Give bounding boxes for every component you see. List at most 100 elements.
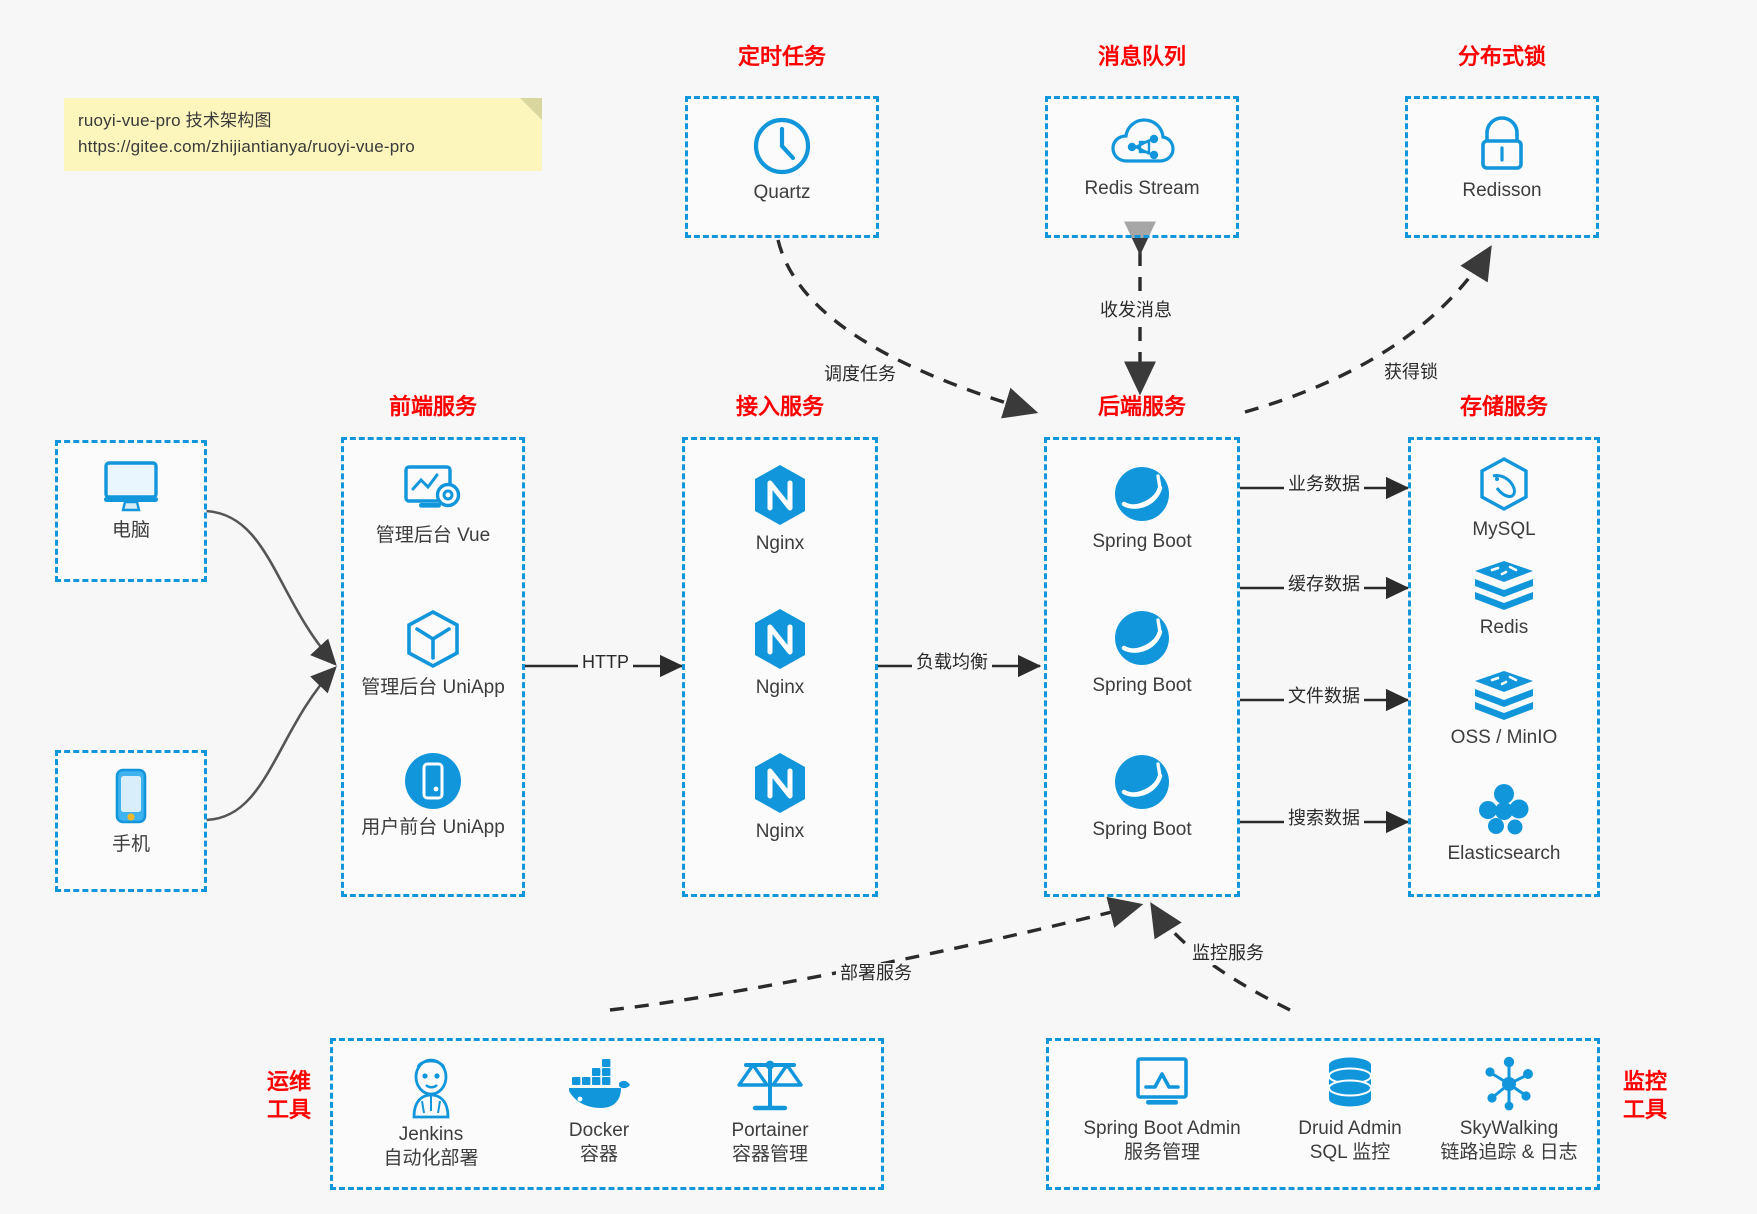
- node-label: Nginx: [755, 533, 805, 554]
- jenkins-icon: [412, 1058, 450, 1119]
- group-title-monitor: 监控 工具: [1612, 1068, 1678, 1123]
- redis-icon: [1475, 561, 1533, 610]
- node-spring-boot-2[interactable]: Spring Boot: [1047, 606, 1237, 698]
- group-mq[interactable]: Redis Stream: [1045, 96, 1239, 238]
- spring-boot-icon: [1115, 467, 1169, 521]
- node-mysql[interactable]: MySQL: [1411, 456, 1597, 542]
- group-title-backend: 后端服务: [1097, 394, 1186, 419]
- node-druid-admin[interactable]: Druid Admin SQL 监控: [1265, 1055, 1435, 1165]
- node-label: SkyWalking: [1459, 1118, 1559, 1139]
- node-spring-boot-admin[interactable]: Spring Boot Admin 服务管理: [1057, 1055, 1267, 1165]
- edge-label-deploy-service: 部署服务: [836, 963, 916, 985]
- node-label: Nginx: [755, 677, 805, 698]
- node-sublabel: 链路追踪 & 日志: [1440, 1141, 1578, 1163]
- node-oss-minio[interactable]: OSS / MinIO: [1411, 668, 1597, 750]
- node-admin-uniapp[interactable]: 管理后台 UniApp: [344, 608, 522, 700]
- edge-label-load-balance: 负载均衡: [912, 652, 992, 674]
- group-title-storage: 存储服务: [1459, 394, 1548, 419]
- hexagon-cube-icon: [407, 609, 459, 669]
- note-line-url: https://gitee.com/zhijiantianya/ruoyi-vu…: [78, 136, 415, 156]
- node-nginx-1[interactable]: Nginx: [685, 462, 875, 556]
- node-label: Druid Admin: [1298, 1118, 1402, 1139]
- node-label: Spring Boot: [1092, 819, 1192, 840]
- dashboard-gear-icon: [404, 465, 461, 508]
- group-title-scheduler: 定时任务: [737, 44, 826, 69]
- node-redis[interactable]: Redis: [1411, 558, 1597, 640]
- node-sublabel: SQL 监控: [1309, 1141, 1391, 1163]
- note-line-title: ruoyi-vue-pro 技术架构图: [78, 111, 272, 130]
- node-sublabel: 容器管理: [731, 1143, 808, 1165]
- group-title-lock: 分布式锁: [1457, 44, 1546, 69]
- node-nginx-2[interactable]: Nginx: [685, 606, 875, 700]
- node-sublabel: 自动化部署: [383, 1147, 479, 1169]
- group-title-devops-line1: 运维: [266, 1069, 311, 1094]
- group-devops[interactable]: Jenkins 自动化部署 Docker 容器: [330, 1038, 884, 1190]
- group-monitor[interactable]: Spring Boot Admin 服务管理 Druid Admin SQL 监…: [1046, 1038, 1600, 1190]
- node-sublabel: 容器: [579, 1143, 618, 1165]
- note-fold-icon: [520, 98, 542, 120]
- skywalking-icon: [1485, 1056, 1533, 1111]
- node-label: Spring Boot: [1092, 675, 1192, 696]
- node-label: 管理后台 UniApp: [361, 677, 505, 698]
- node-skywalking[interactable]: SkyWalking 链路追踪 & 日志: [1419, 1055, 1599, 1165]
- node-label: Quartz: [753, 182, 811, 203]
- edge-label-business-data: 业务数据: [1284, 474, 1364, 496]
- node-elasticsearch[interactable]: Elasticsearch: [1411, 780, 1597, 866]
- node-label: Jenkins: [398, 1124, 464, 1145]
- node-admin-vue[interactable]: 管理后台 Vue: [344, 462, 522, 548]
- mobile-icon: [115, 768, 147, 824]
- group-title-frontend: 前端服务: [388, 394, 477, 419]
- node-label: Elasticsearch: [1447, 843, 1561, 864]
- mobile-circle-icon: [405, 753, 461, 809]
- node-docker[interactable]: Docker 容器: [519, 1055, 679, 1167]
- mysql-icon: [1480, 457, 1528, 511]
- node-label: Portainer: [731, 1120, 809, 1141]
- edge-label-acquire-lock: 获得锁: [1380, 362, 1442, 384]
- group-title-mq: 消息队列: [1097, 44, 1186, 69]
- node-portainer[interactable]: Portainer 容器管理: [685, 1055, 855, 1167]
- node-label: Spring Boot Admin: [1083, 1118, 1241, 1139]
- group-title-monitor-line2: 工具: [1622, 1096, 1667, 1122]
- lock-icon: [1481, 116, 1523, 170]
- node-redisson[interactable]: Redisson: [1408, 115, 1596, 203]
- edge-label-search-data: 搜索数据: [1284, 808, 1364, 830]
- group-lock[interactable]: Redisson: [1405, 96, 1599, 238]
- node-mobile[interactable]: 手机: [58, 767, 204, 857]
- group-frontend[interactable]: 管理后台 Vue 管理后台 UniApp 用户前台 UniApp: [341, 437, 525, 897]
- redis-icon: [1475, 671, 1533, 720]
- edge-label-cache-data: 缓存数据: [1284, 574, 1364, 596]
- node-desktop[interactable]: 电脑: [58, 457, 204, 543]
- node-spring-boot-1[interactable]: Spring Boot: [1047, 462, 1237, 554]
- cloud-stream-icon: [1111, 118, 1175, 163]
- edge-label-http: HTTP: [578, 652, 633, 674]
- node-label: 电脑: [111, 520, 150, 541]
- group-backend[interactable]: Spring Boot Spring Boot Spring Boot: [1044, 437, 1240, 897]
- node-spring-boot-3[interactable]: Spring Boot: [1047, 750, 1237, 842]
- node-label: Nginx: [755, 821, 805, 842]
- nginx-icon: [755, 609, 805, 669]
- node-label: Redis Stream: [1084, 178, 1200, 199]
- group-storage[interactable]: MySQL Redis OSS / MinIO: [1408, 437, 1600, 897]
- node-redis-stream[interactable]: Redis Stream: [1048, 115, 1236, 201]
- docker-icon: [569, 1059, 630, 1108]
- node-label: Spring Boot: [1092, 531, 1192, 552]
- nginx-icon: [755, 465, 805, 525]
- scales-icon: [737, 1060, 803, 1111]
- edge-label-monitor-service: 监控服务: [1188, 943, 1268, 965]
- node-label: 管理后台 Vue: [375, 525, 491, 546]
- database-icon: [1328, 1057, 1372, 1107]
- node-quartz[interactable]: Quartz: [688, 115, 876, 205]
- node-label: Redisson: [1462, 180, 1542, 201]
- group-client-mobile[interactable]: 手机: [55, 750, 207, 892]
- node-user-uniapp[interactable]: 用户前台 UniApp: [344, 750, 522, 840]
- node-jenkins[interactable]: Jenkins 自动化部署: [351, 1055, 511, 1171]
- desktop-icon: [104, 461, 158, 512]
- node-label: MySQL: [1472, 519, 1536, 540]
- node-nginx-3[interactable]: Nginx: [685, 750, 875, 844]
- diagram-note: ruoyi-vue-pro 技术架构图 https://gitee.com/zh…: [64, 98, 542, 171]
- node-label: Docker: [568, 1120, 630, 1141]
- group-client-desktop[interactable]: 电脑: [55, 440, 207, 582]
- group-gateway[interactable]: Nginx Nginx Nginx: [682, 437, 878, 897]
- group-scheduler[interactable]: Quartz: [685, 96, 879, 238]
